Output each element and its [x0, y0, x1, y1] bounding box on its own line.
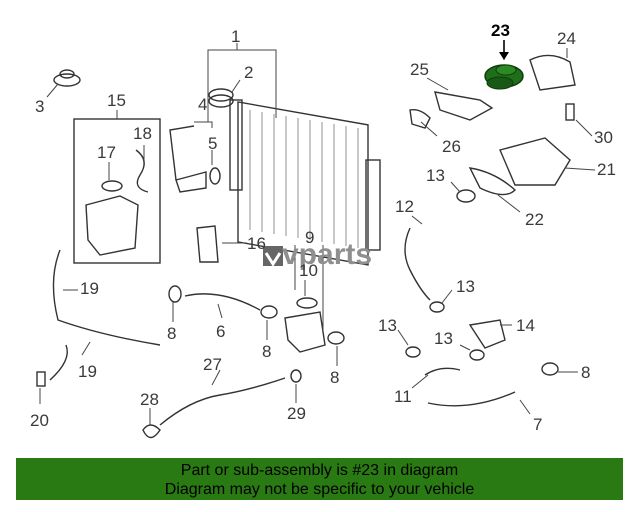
thermostat-part-23[interactable] [484, 64, 524, 90]
callout-16[interactable]: 16 [247, 234, 266, 253]
banner-line-1: Part or sub-assembly is #23 in diagram [180, 462, 459, 479]
callout-14[interactable]: 14 [516, 316, 535, 335]
hoses [49, 227, 516, 426]
callout-12[interactable]: 12 [395, 197, 414, 216]
callout-22[interactable]: 22 [525, 210, 544, 229]
callout-13b[interactable]: 13 [456, 277, 475, 296]
callout-24[interactable]: 24 [557, 29, 576, 48]
callout-13c[interactable]: 13 [378, 316, 397, 335]
callout-4[interactable]: 4 [198, 95, 207, 114]
arrow-23 [499, 40, 509, 60]
callout-28[interactable]: 28 [140, 390, 159, 409]
callout-11[interactable]: 11 [394, 387, 412, 406]
callout-18[interactable]: 18 [133, 124, 152, 143]
callout-2[interactable]: 2 [244, 63, 253, 82]
callout-29[interactable]: 29 [287, 404, 306, 423]
callout-8d[interactable]: 8 [581, 363, 590, 382]
callout-3[interactable]: 3 [35, 97, 44, 116]
callout-26[interactable]: 26 [442, 137, 461, 156]
callout-labels: 1 2 3 4 5 6 7 8 8 8 8 9 10 11 12 13 13 1… [30, 21, 616, 434]
callout-13a[interactable]: 13 [426, 166, 445, 185]
callout-13d[interactable]: 13 [434, 329, 453, 348]
callout-7[interactable]: 7 [533, 415, 542, 434]
callout-19a[interactable]: 19 [80, 279, 99, 298]
callout-20[interactable]: 20 [30, 411, 49, 430]
watermark: vparts [263, 238, 372, 271]
callout-19b[interactable]: 19 [78, 362, 97, 381]
callout-15[interactable]: 15 [107, 91, 126, 110]
callout-10[interactable]: 10 [299, 261, 318, 280]
callout-1[interactable]: 1 [231, 27, 240, 46]
radiator-cap-2 [208, 88, 234, 108]
callout-27[interactable]: 27 [203, 355, 222, 374]
radiator [229, 99, 381, 266]
info-banner: Part or sub-assembly is #23 in diagram D… [16, 458, 623, 500]
callout-8a[interactable]: 8 [167, 324, 176, 343]
callout-9[interactable]: 9 [305, 228, 314, 247]
cap-3 [53, 69, 81, 87]
callout-21[interactable]: 21 [597, 160, 616, 179]
callout-23[interactable]: 23 [491, 21, 510, 40]
callout-5[interactable]: 5 [208, 134, 217, 153]
water-outlet-parts [36, 54, 576, 439]
callout-8b[interactable]: 8 [262, 342, 271, 361]
callout-25[interactable]: 25 [410, 60, 429, 79]
callout-17[interactable]: 17 [97, 143, 116, 162]
callout-8c[interactable]: 8 [330, 368, 339, 387]
banner-line-2: Diagram may not be specific to your vehi… [164, 481, 475, 498]
callout-30[interactable]: 30 [594, 128, 613, 147]
watermark-text: vparts [282, 238, 372, 271]
callout-6[interactable]: 6 [216, 322, 225, 341]
